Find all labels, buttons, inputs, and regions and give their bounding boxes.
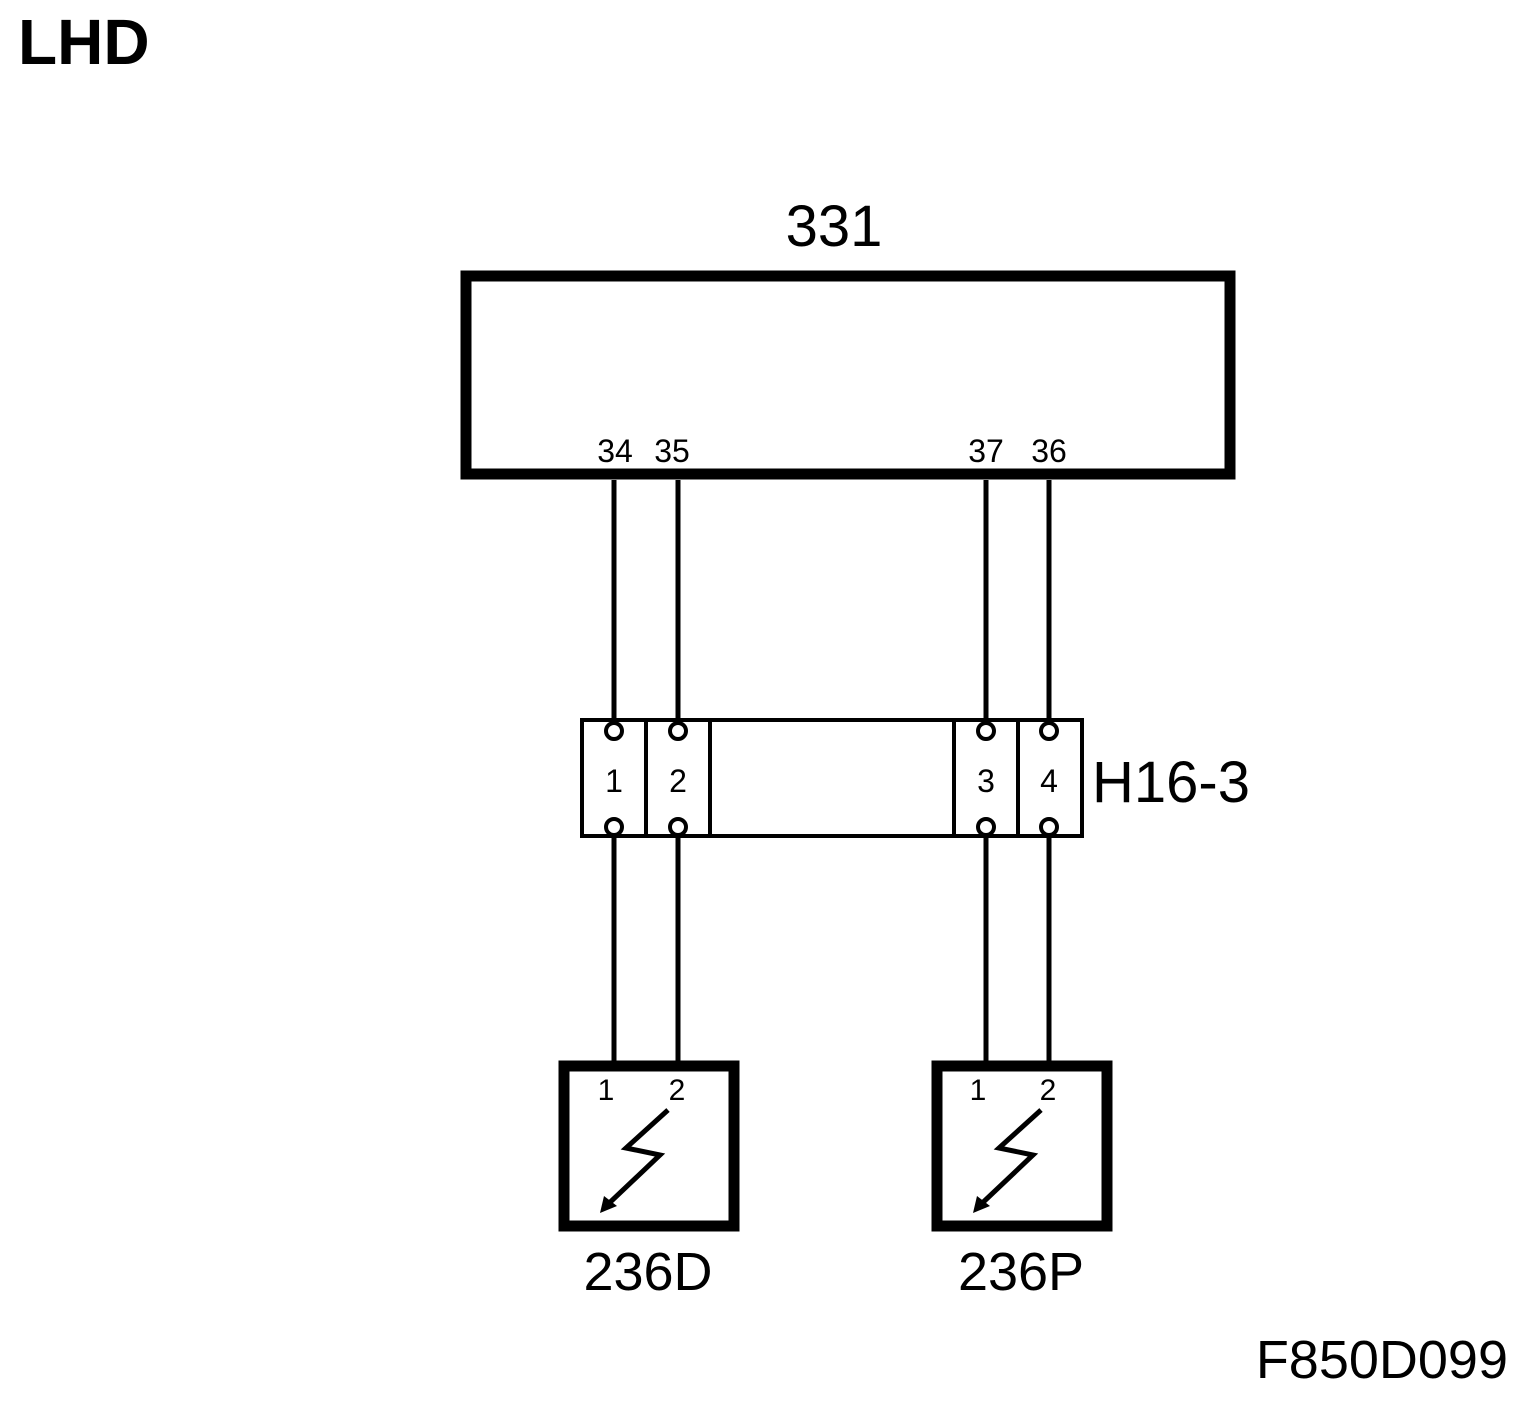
sensor-236d-pin-1: 1 (598, 1074, 615, 1107)
connector-terminal (1039, 817, 1059, 837)
connector-terminal (668, 817, 688, 837)
control-unit-pin-34: 34 (597, 433, 633, 469)
connector-pin-2: 2 (669, 763, 687, 799)
control-unit-pin-37: 37 (968, 433, 1004, 469)
sensor-236p-arrowhead-icon (973, 1196, 990, 1213)
sensor-236p-label: 236P (958, 1242, 1084, 1302)
connector-terminal (668, 721, 688, 741)
control-unit-pin-35: 35 (654, 433, 690, 469)
diagram-title: LHD (18, 6, 150, 78)
connector-terminal (604, 721, 624, 741)
connector-terminal (1039, 721, 1059, 741)
connector-terminal (976, 817, 996, 837)
sensor-236d-lightning-icon (602, 1108, 670, 1210)
sensor-236d-label: 236D (583, 1242, 712, 1302)
sensor-236p-lightning-icon (975, 1108, 1043, 1210)
control-unit-pin-36: 36 (1031, 433, 1067, 469)
sensor-236d-pin-2: 2 (669, 1074, 686, 1107)
connector-label: H16-3 (1092, 750, 1250, 815)
connector-pin-4: 4 (1040, 763, 1058, 799)
figure-id: F850D099 (1256, 1330, 1508, 1390)
sensor-236p-pin-2: 2 (1040, 1074, 1057, 1107)
sensor-236p-box (931, 1060, 1113, 1232)
connector-terminal (604, 817, 624, 837)
connector-pin-1: 1 (605, 763, 623, 799)
connector-pin-3: 3 (977, 763, 995, 799)
sensor-236d-arrowhead-icon (600, 1196, 617, 1213)
connector-terminal (976, 721, 996, 741)
control-unit-box (460, 270, 1236, 480)
control-unit-label: 331 (786, 194, 883, 259)
sensor-236p-pin-1: 1 (970, 1074, 987, 1107)
sensor-236d-box (558, 1060, 740, 1232)
connector-body (580, 718, 1084, 838)
